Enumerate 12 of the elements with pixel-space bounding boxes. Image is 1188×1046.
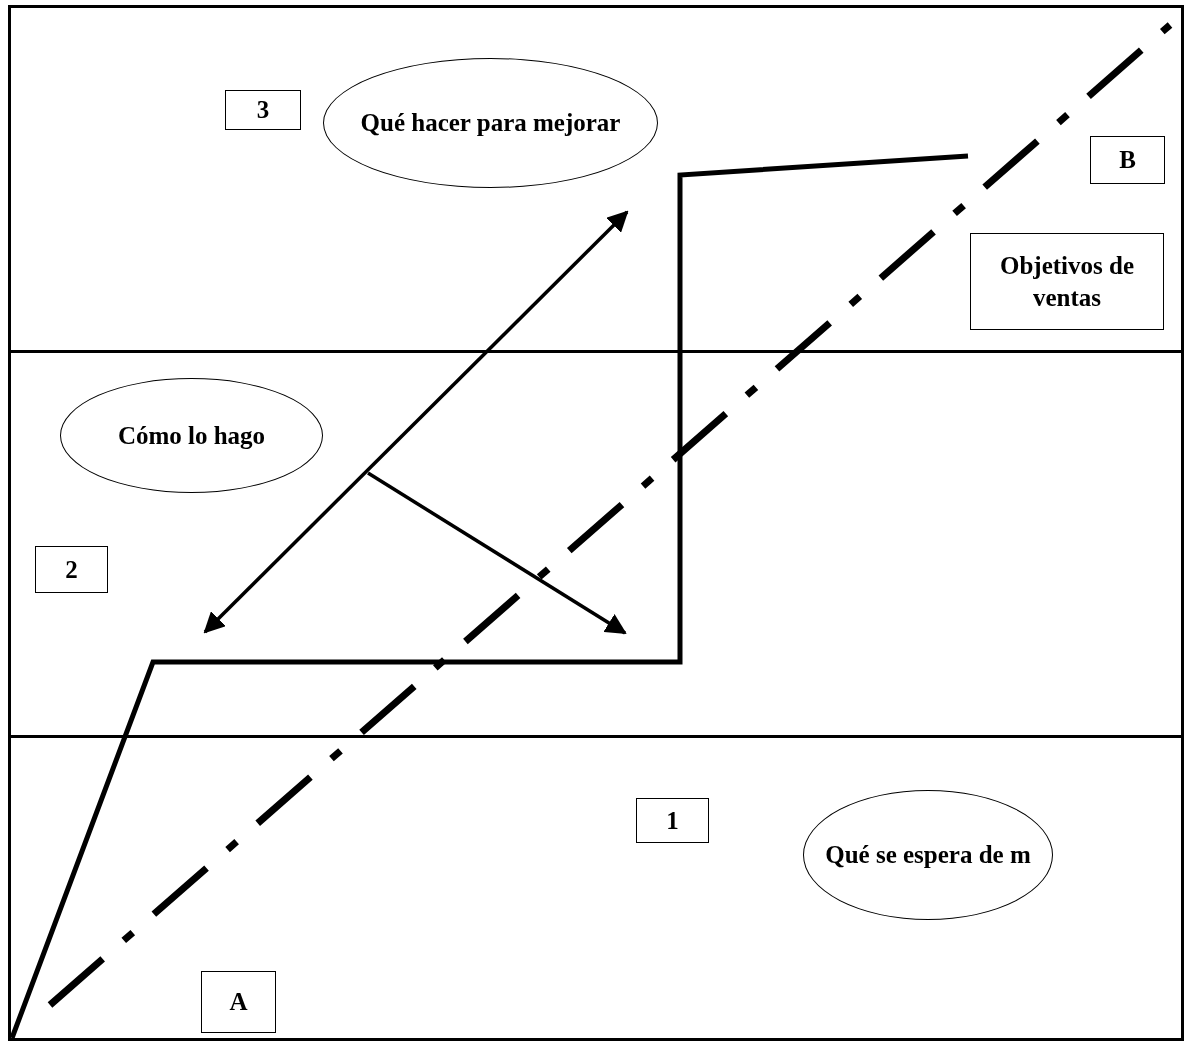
label-box: Objetivos de ventas [970, 233, 1164, 330]
topic-oval: Qué hacer para mejorar [323, 58, 658, 188]
label-box: A [201, 971, 276, 1033]
band-panel [8, 350, 1184, 738]
label-box: B [1090, 136, 1165, 184]
label-box: 1 [636, 798, 709, 843]
label-box: 3 [225, 90, 301, 130]
label-box: 2 [35, 546, 108, 593]
topic-oval: Cómo lo hago [60, 378, 323, 493]
band-panel [8, 5, 1184, 353]
topic-oval: Qué se espera de m [803, 790, 1053, 920]
band-panel [8, 735, 1184, 1041]
